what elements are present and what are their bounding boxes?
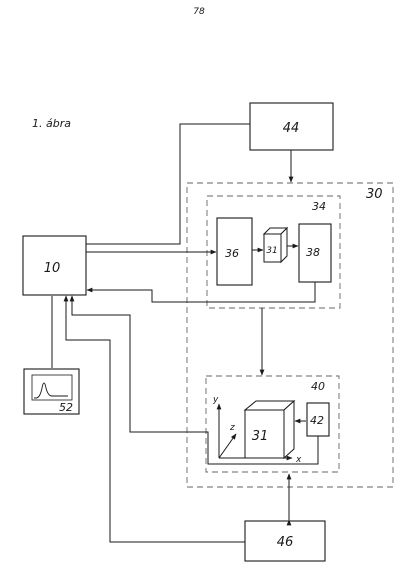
block-36: [216, 217, 253, 286]
figure-label: 1. ábra: [32, 117, 71, 130]
block-46: [244, 520, 326, 562]
block-44: [249, 102, 334, 151]
group-40-outline: [205, 375, 340, 473]
axis-y-label: y: [212, 395, 219, 405]
group-30-label: 30: [366, 187, 383, 202]
block-10: [22, 235, 87, 296]
block-44-label: 44: [283, 121, 300, 136]
page-number: 78: [193, 7, 205, 17]
wire-10-to-44: [86, 123, 250, 245]
group-40-label: 40: [311, 380, 325, 393]
block-10-label: 10: [44, 261, 61, 276]
axis-x-label: x: [295, 455, 302, 465]
waveform-icon: [34, 382, 68, 399]
wire-38-to-10: [86, 282, 316, 303]
block-36-label: 36: [225, 247, 239, 260]
group-34-label: 34: [312, 200, 326, 213]
wire-group40-to-10: [69, 295, 319, 465]
display-screen: [31, 374, 73, 401]
block-46-label: 46: [277, 535, 294, 550]
block-52-label: 52: [59, 401, 73, 414]
block-42-label: 42: [310, 414, 324, 427]
block-38: [298, 223, 332, 283]
block-31-lower: [243, 399, 296, 460]
axis-z-label: z: [229, 423, 235, 433]
block-31-upper-label: 31: [266, 246, 277, 256]
block-52: [23, 368, 80, 415]
block-38-label: 38: [306, 246, 320, 259]
wire-46-to-10: [63, 295, 245, 543]
axes-icon: [216, 403, 293, 461]
block-31-lower-label: 31: [252, 429, 269, 444]
block-31-upper: [262, 226, 289, 264]
